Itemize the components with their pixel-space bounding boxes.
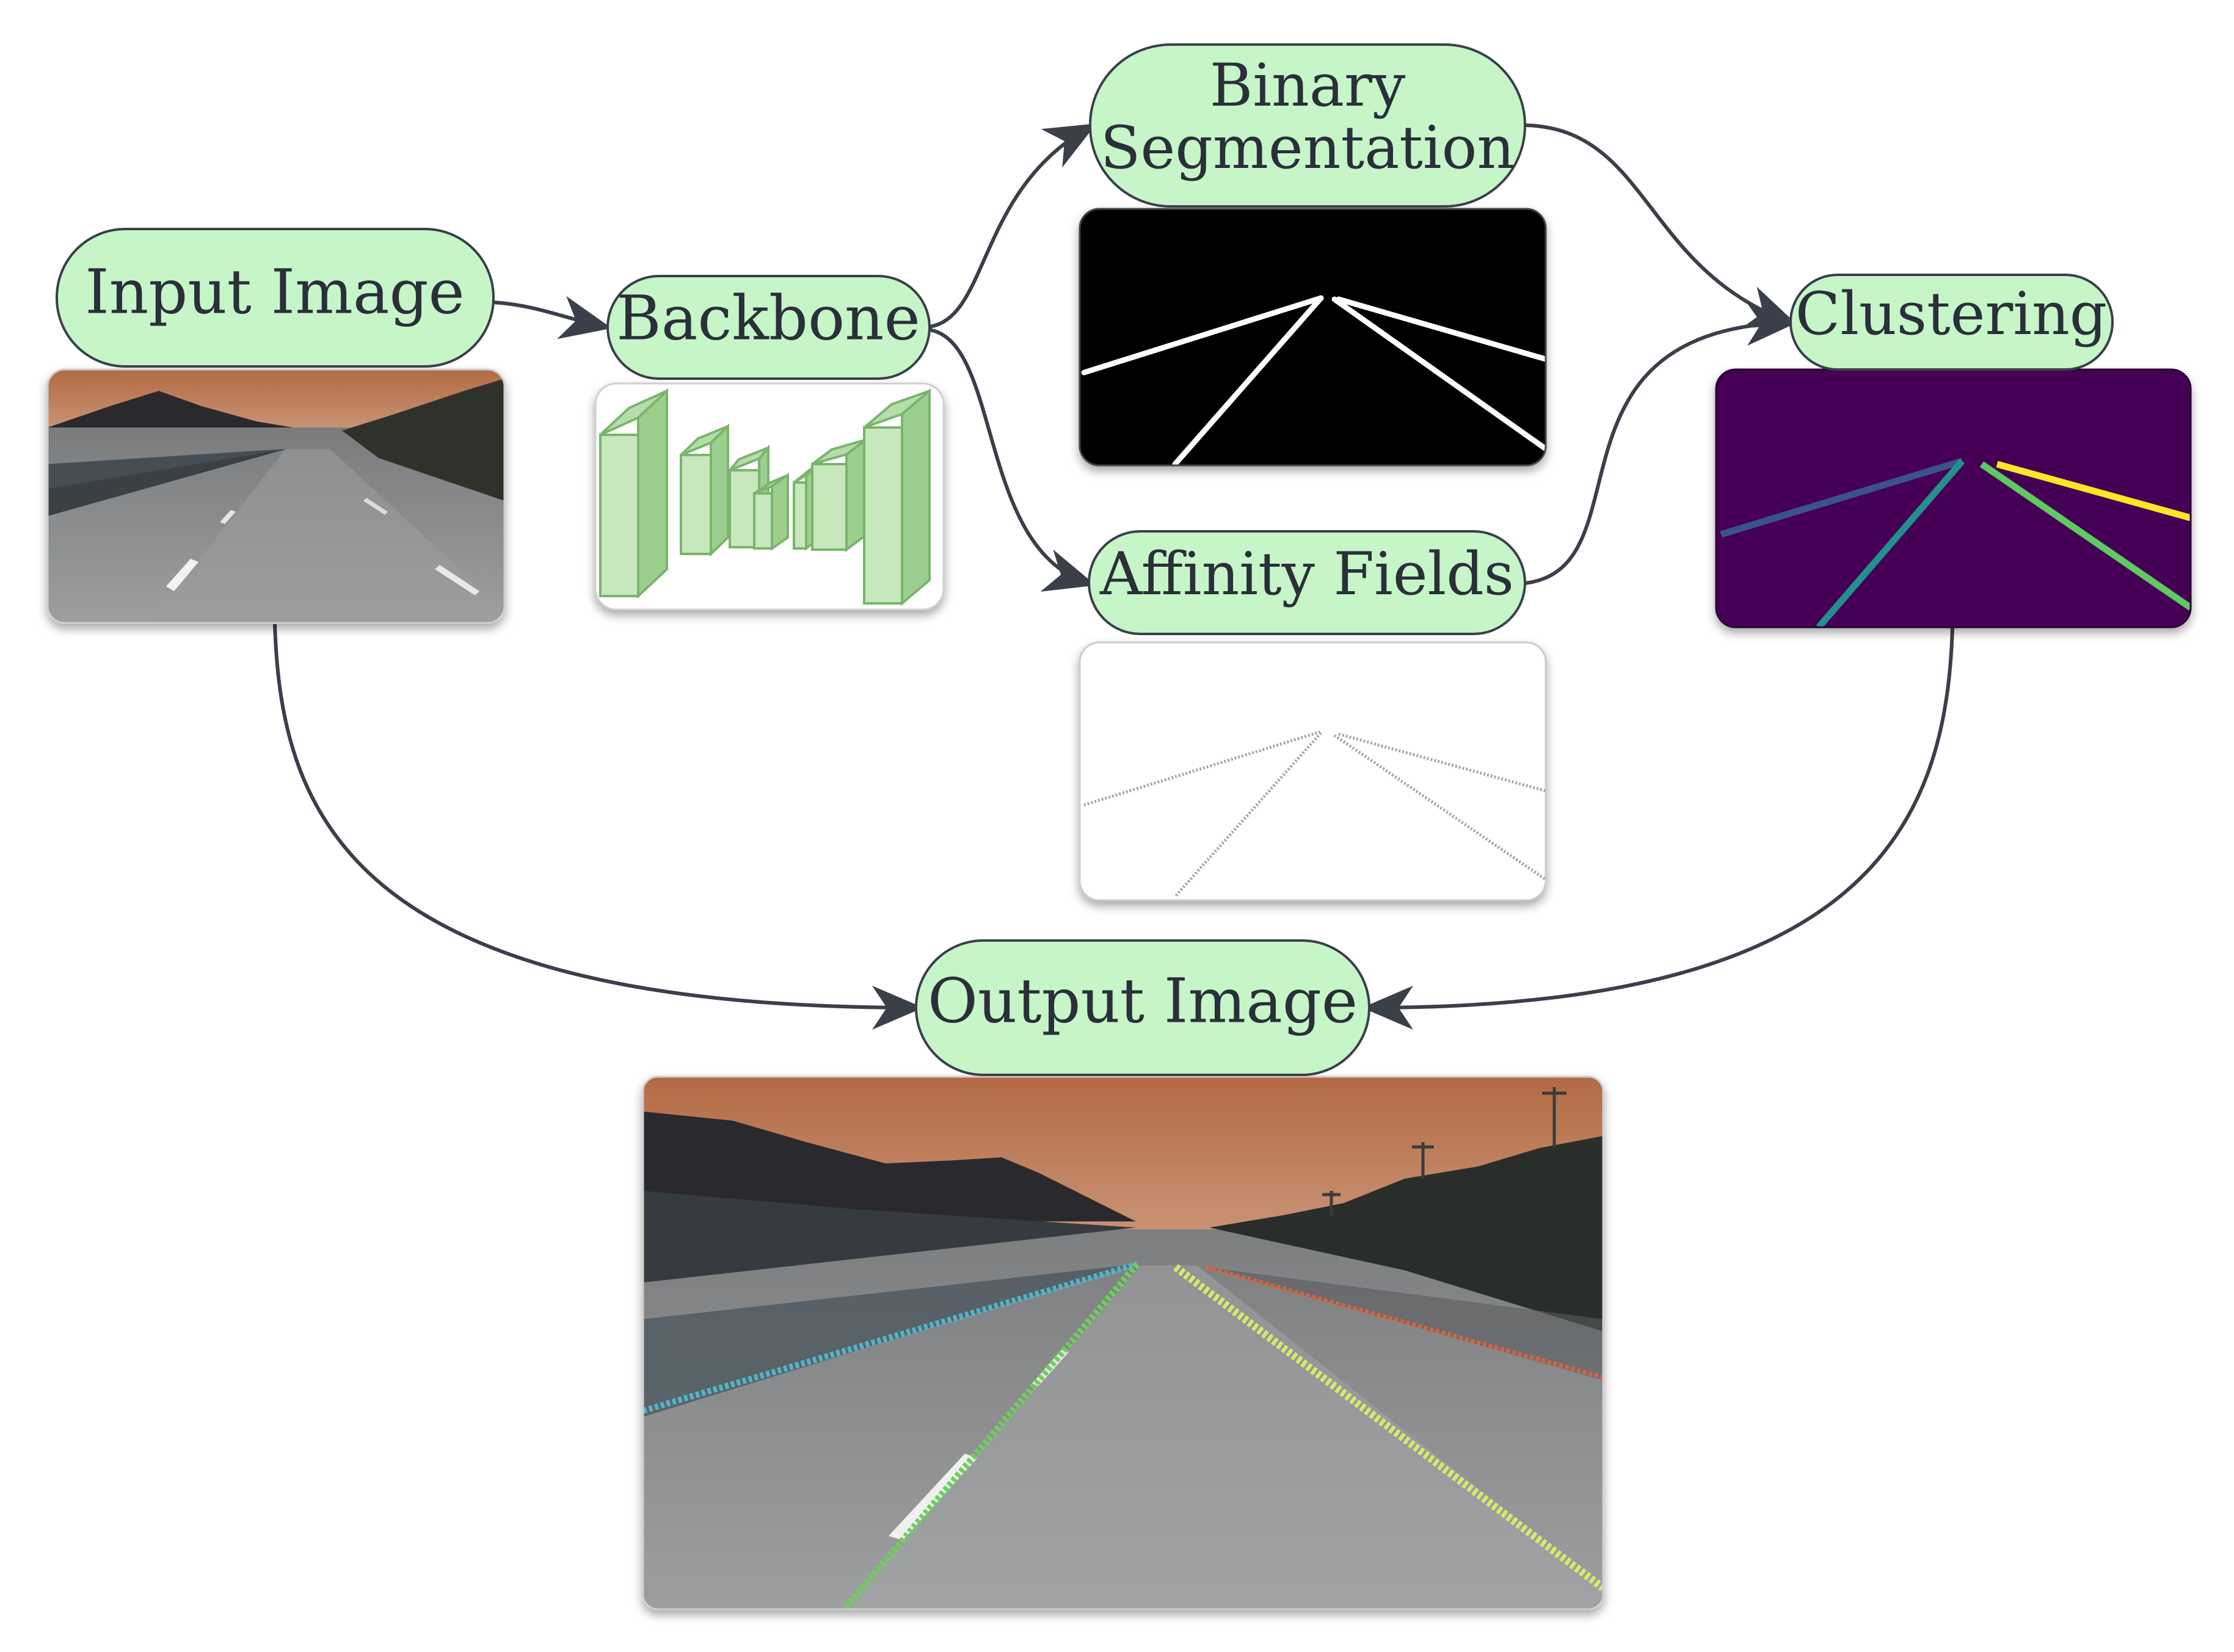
node-backbone-label: Backbone	[616, 283, 920, 354]
arrow-input-to-backbone	[493, 296, 612, 340]
arrow-backbone-to-binary	[929, 123, 1097, 329]
node-binary-segmentation: Binary Segmentation	[1089, 43, 1526, 208]
predicted-lane-blue	[643, 1261, 1138, 1414]
node-output-image-label: Output Image	[928, 966, 1358, 1037]
arrow-clustering-to-output	[1362, 627, 1954, 1030]
node-input-image: Input Image	[56, 228, 495, 368]
binary-segmentation-thumbnail	[1079, 208, 1547, 467]
arrow-binary-to-clustering	[1524, 123, 1798, 329]
node-binary-segmentation-label-line1: Binary	[1210, 51, 1405, 120]
cluster-lane-1	[1720, 457, 1963, 538]
predicted-lane-yellow	[1173, 1264, 1603, 1592]
node-clustering-label: Clustering	[1796, 280, 2108, 348]
input-image-thumbnail	[46, 368, 506, 624]
encoder-decoder-icon	[599, 388, 931, 606]
cluster-lane-2	[1816, 459, 1965, 627]
connectors	[273, 123, 1954, 1030]
predicted-lane-red	[1206, 1265, 1603, 1380]
cluster-lane-4	[1996, 460, 2191, 522]
node-affinity-fields: Affinity Fields	[1088, 530, 1526, 635]
backbone-thumbnail	[594, 382, 945, 611]
node-input-image-label: Input Image	[85, 257, 464, 328]
clustering-thumbnail	[1715, 368, 2192, 628]
arrow-affinity-to-clustering	[1524, 302, 1798, 585]
node-clustering: Clustering	[1789, 274, 2114, 371]
arrow-input-to-output	[273, 624, 923, 1030]
arrow-backbone-to-affinity	[929, 328, 1096, 592]
predicted-lane-green	[841, 1262, 1140, 1609]
node-binary-segmentation-label-line2: Segmentation	[1101, 114, 1515, 182]
node-backbone: Backbone	[606, 275, 931, 380]
output-image-thumbnail	[642, 1075, 1604, 1610]
cluster-lane-3	[1979, 461, 2191, 611]
node-output-image: Output Image	[915, 939, 1370, 1076]
node-affinity-fields-label: Affinity Fields	[1099, 540, 1514, 608]
affinity-fields-thumbnail	[1079, 641, 1547, 901]
